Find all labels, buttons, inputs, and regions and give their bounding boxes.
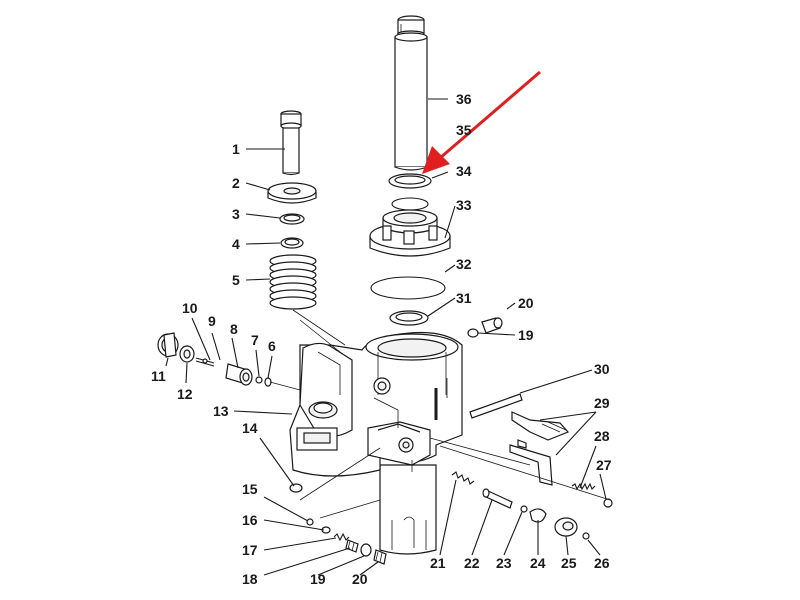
callout-1: 1 [232, 141, 240, 157]
callout-23: 23 [496, 555, 512, 571]
callout-27: 27 [596, 457, 612, 473]
callout-9: 9 [208, 313, 216, 329]
callout-17: 17 [242, 542, 258, 558]
callout-11: 11 [151, 368, 166, 384]
callout-28: 28 [594, 428, 610, 444]
callout-34: 34 [456, 163, 472, 179]
callout-24: 24 [530, 555, 546, 571]
callout-8: 8 [230, 321, 238, 337]
part-29-lever-assembly [509, 411, 570, 486]
part-14-o-ring [289, 483, 303, 493]
part-19-washer-upper [467, 328, 479, 338]
part-8-valve-body [225, 363, 253, 386]
part-18-screw [345, 539, 359, 553]
callout-20: 20 [352, 571, 368, 587]
callout-18: 18 [242, 571, 258, 587]
part-12-washer [179, 345, 195, 363]
part-7-ball [255, 376, 263, 384]
part-17-spring [333, 532, 350, 542]
callout-19-upper: 19 [518, 327, 534, 343]
callout-35: 35 [456, 122, 472, 138]
part-2-cap [267, 182, 317, 204]
callout-20-upper: 20 [518, 295, 534, 311]
part-1-plunger [280, 110, 302, 176]
callout-7: 7 [251, 332, 259, 348]
part-15-ball [306, 518, 314, 526]
part-24-clip [529, 508, 547, 523]
callout-labels: 1 2 3 4 5 6 7 8 9 10 11 12 13 14 15 16 1… [151, 91, 612, 587]
part-25-cap [554, 517, 578, 537]
callout-13: 13 [213, 403, 229, 419]
part-28-spring [571, 482, 596, 491]
callout-5: 5 [232, 272, 240, 288]
part-30-rod [469, 393, 523, 419]
part-31-seal [389, 310, 429, 326]
callout-4: 4 [232, 236, 240, 252]
callout-2: 2 [232, 175, 240, 191]
part-11-cap-nut [157, 332, 179, 358]
callout-25: 25 [561, 555, 577, 571]
part-9-pin [195, 357, 215, 367]
callout-32: 32 [456, 256, 472, 272]
callout-26: 26 [594, 555, 610, 571]
callout-21: 21 [430, 555, 446, 571]
part-33-gland-nut [369, 209, 451, 257]
callout-16: 16 [242, 512, 258, 528]
callout-22: 22 [464, 555, 480, 571]
assembly-guide-lines [269, 309, 611, 519]
callout-15: 15 [242, 481, 258, 497]
callout-3: 3 [232, 206, 240, 222]
callout-29: 29 [594, 395, 610, 411]
part-19-washer-lower [360, 543, 372, 557]
part-21-spring [451, 471, 475, 485]
part-34-seal-ring [388, 173, 432, 189]
part-22-pin [482, 488, 513, 509]
part-26-ring [582, 532, 590, 540]
part-5-spring [269, 254, 317, 310]
callout-30: 30 [594, 361, 610, 377]
part-27-screw [603, 498, 613, 508]
callout-31: 31 [456, 290, 472, 306]
pump-body [289, 331, 463, 555]
red-arrow [422, 70, 541, 174]
callout-36: 36 [456, 91, 472, 107]
part-32-large-o-ring [370, 276, 446, 300]
part-3-ring [279, 213, 305, 225]
callout-33: 33 [456, 197, 472, 213]
callout-6: 6 [268, 338, 276, 354]
part-23-ring [520, 505, 528, 513]
callout-12: 12 [177, 386, 193, 402]
leader-lines [165, 98, 607, 576]
part-20-plug-upper [481, 317, 503, 334]
part-36-piston-rod [394, 15, 428, 171]
part-4-ring [280, 237, 304, 249]
part-35-thin-ring [391, 197, 429, 211]
callout-10: 10 [182, 300, 198, 316]
callout-14: 14 [242, 420, 258, 436]
part-20-plug-lower [373, 549, 387, 565]
callout-19: 19 [310, 571, 326, 587]
